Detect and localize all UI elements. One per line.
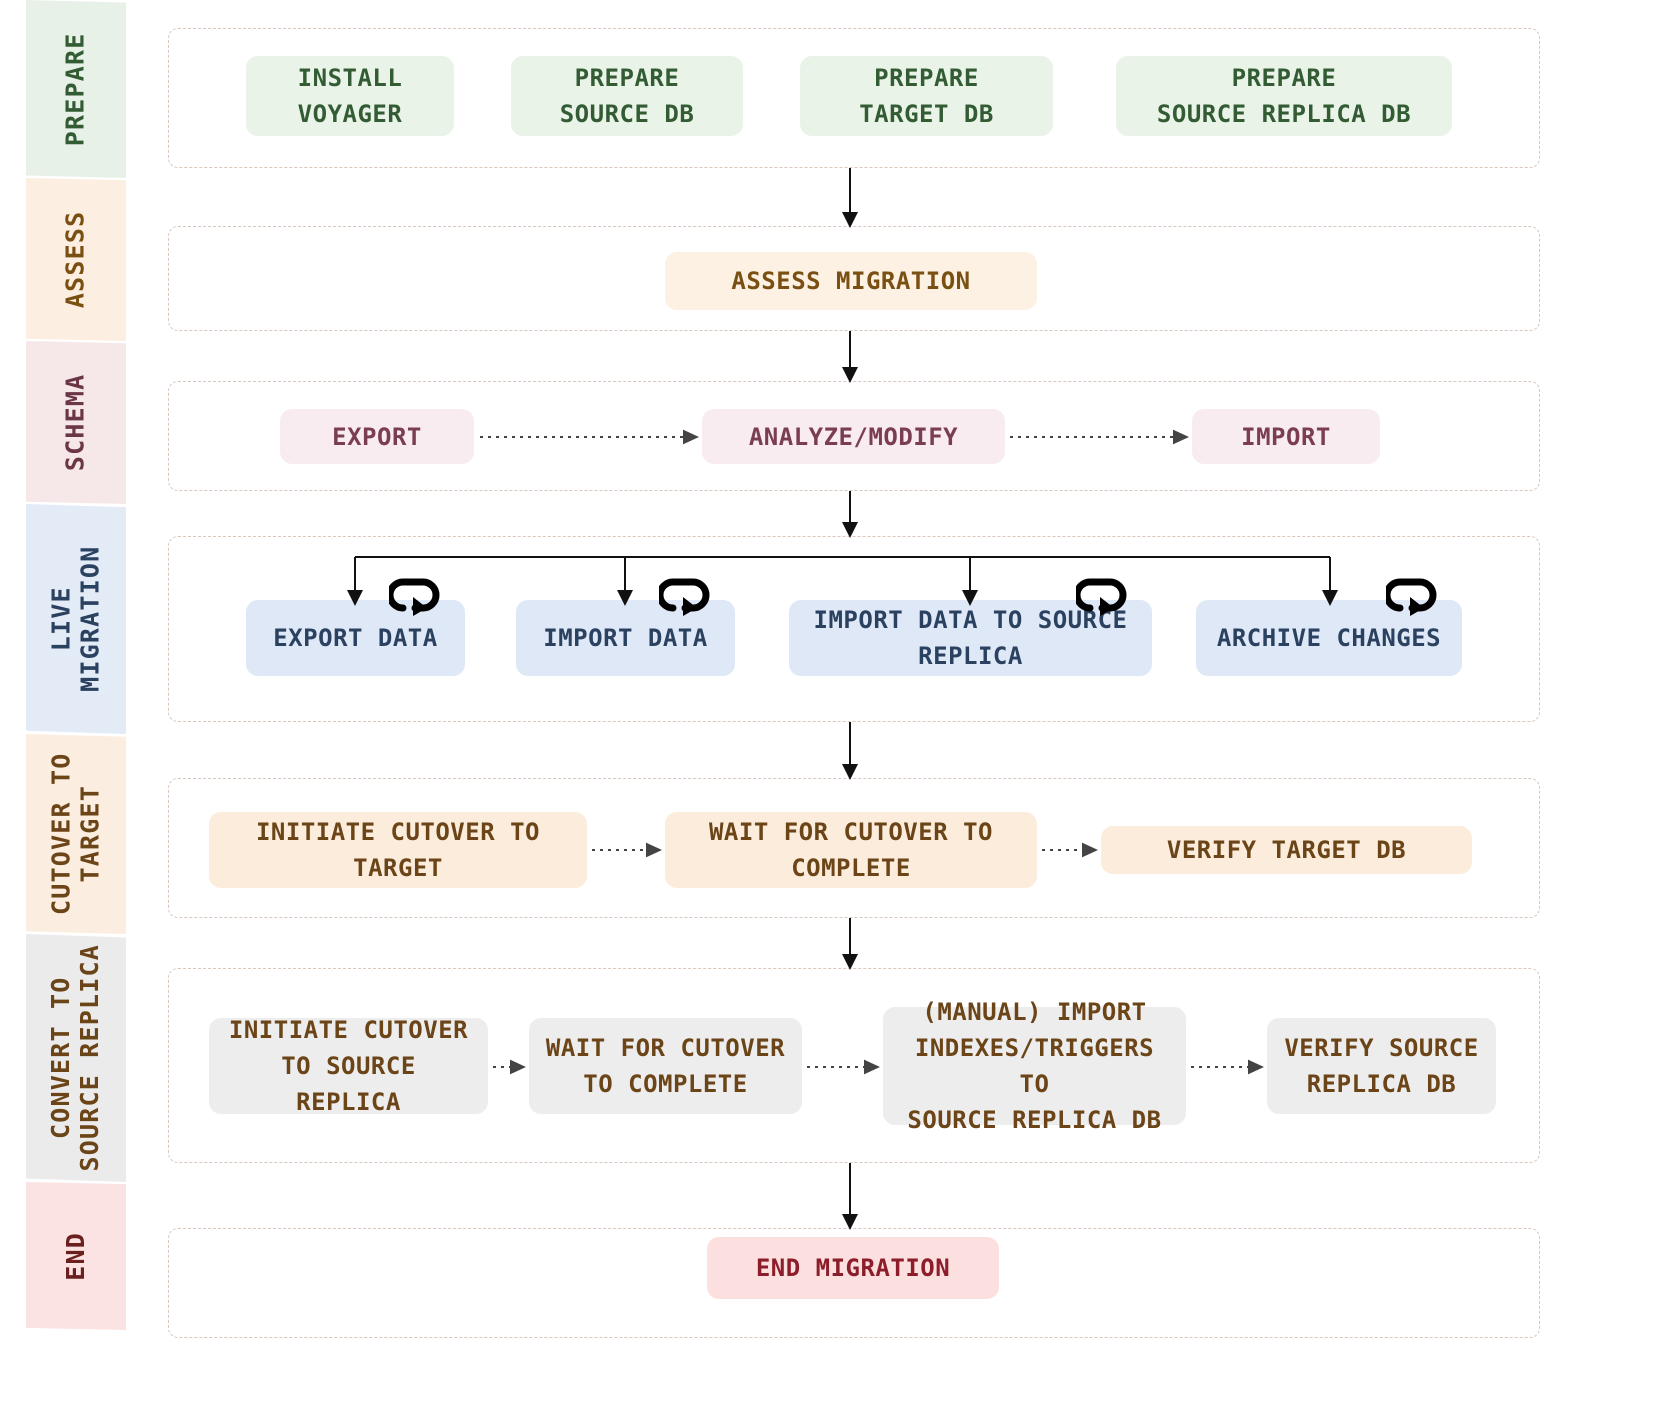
stage-segment-live-migration: LIVE MIGRATION (26, 504, 126, 734)
stage-label-live-migration: LIVE MIGRATION (46, 545, 105, 693)
loop-icon-import-data-to-source-replica (1073, 568, 1132, 616)
stage-label-assess: ASSESS (60, 210, 90, 309)
node-prepare-target-db[interactable]: PREPARE TARGET DB (800, 56, 1053, 136)
phase-row-prepare-row (168, 28, 1540, 168)
node-import-data[interactable]: IMPORT DATA (516, 600, 735, 676)
loop-icon-archive-changes (1383, 568, 1442, 616)
node-import-data-to-source-replica[interactable]: IMPORT DATA TO SOURCE REPLICA (789, 600, 1152, 676)
node-wait-for-cutover-to-complete[interactable]: WAIT FOR CUTOVER TO COMPLETE (665, 812, 1037, 888)
node-prepare-source-db[interactable]: PREPARE SOURCE DB (511, 56, 743, 136)
stage-banner: PREPARE ASSESS SCHEMA LIVE MIGRATION CUTOVER… (26, 0, 126, 1330)
stage-label-convert-source-replica: CONVERT TO SOURCE REPLICA (46, 944, 104, 1172)
stage-label-end: END (60, 1231, 90, 1281)
node-export-data[interactable]: EXPORT DATA (246, 600, 465, 676)
node-schema-import[interactable]: IMPORT (1192, 409, 1380, 464)
stage-segment-cutover-target: CUTOVER TO TARGET (26, 734, 126, 934)
node-wait-for-cutover-to-complete-2[interactable]: WAIT FOR CUTOVER TO COMPLETE (529, 1018, 802, 1114)
node-verify-source-replica-db[interactable]: VERIFY SOURCE REPLICA DB (1267, 1018, 1496, 1114)
stage-segment-schema: SCHEMA (26, 341, 126, 504)
node-manual-import-indexes-triggers[interactable]: (MANUAL) IMPORT INDEXES/TRIGGERS TO SOUR… (883, 998, 1186, 1134)
stage-label-schema: SCHEMA (60, 373, 90, 472)
stage-segment-end: END (26, 1182, 126, 1330)
stage-label-prepare: PREPARE (60, 32, 90, 146)
loop-icon-export-data (386, 568, 445, 616)
node-end-migration[interactable]: END MIGRATION (707, 1237, 999, 1299)
stage-segment-prepare: PREPARE (26, 0, 126, 178)
stage-label-cutover-target: CUTOVER TO TARGET (46, 752, 105, 916)
node-assess-migration[interactable]: ASSESS MIGRATION (665, 252, 1037, 310)
node-initiate-cutover-to-target[interactable]: INITIATE CUTOVER TO TARGET (209, 812, 587, 888)
node-verify-target-db[interactable]: VERIFY TARGET DB (1101, 826, 1472, 874)
node-schema-export[interactable]: EXPORT (280, 409, 474, 464)
node-initiate-cutover-to-source-replica[interactable]: INITIATE CUTOVER TO SOURCE REPLICA (209, 1016, 488, 1116)
node-prepare-source-replica-db[interactable]: PREPARE SOURCE REPLICA DB (1116, 56, 1452, 136)
loop-icon-import-data (656, 568, 715, 616)
stage-segment-assess: ASSESS (26, 178, 126, 341)
node-schema-analyze-modify[interactable]: ANALYZE/MODIFY (702, 409, 1005, 464)
stage-segment-convert-source-replica: CONVERT TO SOURCE REPLICA (26, 934, 126, 1182)
node-archive-changes[interactable]: ARCHIVE CHANGES (1196, 600, 1462, 676)
node-install-voyager[interactable]: INSTALL VOYAGER (246, 56, 454, 136)
